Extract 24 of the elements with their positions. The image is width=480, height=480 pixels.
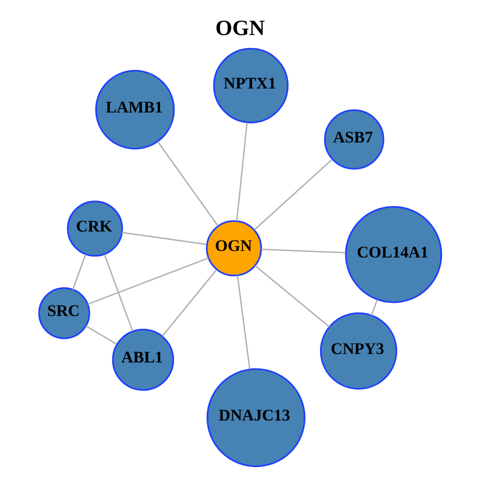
node-circle: CNPY3 bbox=[319, 312, 397, 390]
connector bbox=[121, 232, 206, 246]
connector bbox=[161, 269, 216, 336]
node-circle: CRK bbox=[66, 200, 122, 257]
connector bbox=[254, 265, 330, 328]
connector bbox=[103, 254, 133, 332]
node-circle: NPTX1 bbox=[212, 48, 288, 124]
connector bbox=[156, 141, 218, 226]
node-circle: LAMB1 bbox=[94, 70, 174, 150]
connector bbox=[72, 254, 86, 290]
node-circle: SRC bbox=[38, 287, 90, 340]
connector bbox=[370, 300, 378, 316]
node-circle: COL14A1 bbox=[344, 206, 442, 304]
node-circle: ASB7 bbox=[324, 109, 384, 170]
node-circle: ABL1 bbox=[112, 328, 174, 391]
node-circle: OGN bbox=[205, 220, 262, 276]
node-circle: DNAJC13 bbox=[206, 368, 305, 468]
connector bbox=[253, 159, 332, 230]
connector bbox=[86, 257, 208, 305]
connector bbox=[84, 325, 116, 345]
connector bbox=[236, 275, 250, 369]
connector bbox=[236, 122, 248, 222]
diagram-title: OGN bbox=[214, 16, 264, 40]
connector bbox=[260, 248, 345, 254]
